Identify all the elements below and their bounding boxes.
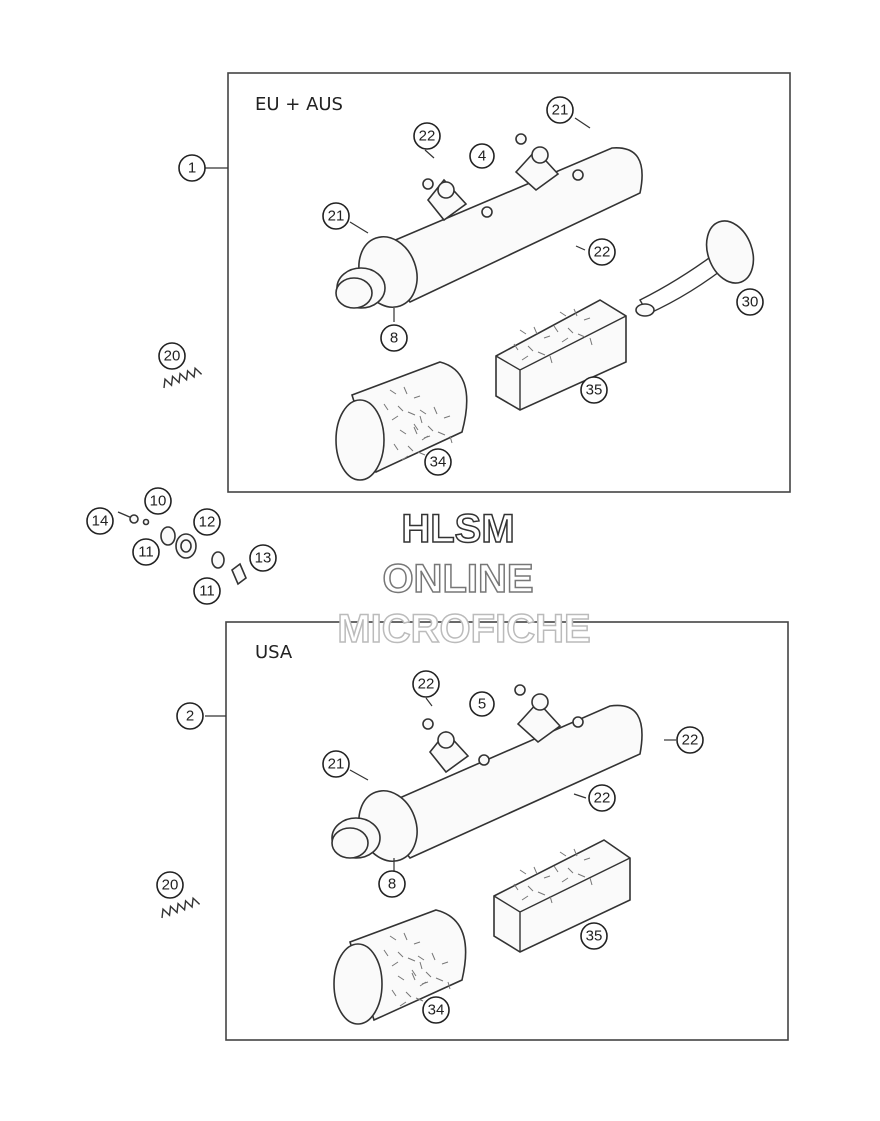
svg-text:22: 22 — [418, 676, 435, 693]
svg-text:34: 34 — [428, 1002, 445, 1019]
grommet-icon — [160, 526, 247, 586]
svg-text:20: 20 — [164, 348, 181, 365]
watermark-line-2: ONLINE — [382, 557, 533, 601]
spring-icon — [160, 366, 203, 389]
callout-4: 4 — [469, 143, 495, 169]
insert-pipe-icon — [635, 220, 755, 317]
svg-text:21: 21 — [328, 756, 345, 773]
callout-22: 22 — [588, 238, 616, 266]
svg-text:35: 35 — [586, 382, 603, 399]
svg-text:2: 2 — [186, 708, 194, 725]
eu-aus-label: EU + AUS — [255, 94, 343, 115]
callout-34: 34 — [424, 448, 452, 476]
callout-11: 11 — [132, 538, 160, 566]
svg-text:8: 8 — [388, 876, 396, 893]
packing-icon — [495, 299, 627, 411]
usa-label: USA — [255, 642, 293, 663]
callout-10: 10 — [144, 487, 172, 515]
callout-8: 8 — [380, 324, 408, 352]
svg-text:30: 30 — [742, 294, 759, 311]
spring-icon — [158, 896, 201, 919]
packing-icon — [333, 909, 467, 1025]
callout-12: 12 — [193, 508, 221, 536]
callout-11: 11 — [193, 577, 221, 605]
callout-34: 34 — [422, 996, 450, 1024]
callout-8: 8 — [378, 870, 406, 898]
svg-text:22: 22 — [594, 790, 611, 807]
svg-text:11: 11 — [199, 583, 215, 600]
svg-text:13: 13 — [255, 550, 272, 567]
eu-aus-frame — [227, 72, 791, 493]
callout-22: 22 — [412, 670, 440, 698]
svg-text:21: 21 — [552, 102, 569, 119]
svg-text:22: 22 — [594, 244, 611, 261]
svg-text:21: 21 — [328, 208, 345, 225]
callout-21: 21 — [546, 96, 574, 124]
muffler-icon — [331, 684, 643, 862]
svg-text:14: 14 — [92, 513, 109, 530]
callout-2: 2 — [176, 702, 204, 730]
callout-20: 20 — [156, 871, 184, 899]
callout-35: 35 — [580, 376, 608, 404]
svg-text:8: 8 — [390, 330, 398, 347]
watermark-line-3: MICROFICHE — [337, 607, 590, 651]
usa-frame — [225, 621, 789, 1041]
callout-13: 13 — [249, 544, 277, 572]
watermark-line-1: HLSM — [401, 507, 514, 551]
svg-text:22: 22 — [682, 732, 699, 749]
packing-icon — [493, 839, 631, 953]
callout-5: 5 — [469, 691, 495, 717]
svg-text:12: 12 — [199, 514, 216, 531]
svg-text:20: 20 — [162, 877, 179, 894]
callout-22: 22 — [676, 726, 704, 754]
svg-text:5: 5 — [478, 696, 486, 713]
muffler-icon — [335, 133, 643, 309]
svg-text:34: 34 — [430, 454, 447, 471]
callout-14: 14 — [86, 507, 114, 535]
callout-1: 1 — [178, 154, 206, 182]
callout-20: 20 — [158, 342, 186, 370]
svg-text:11: 11 — [138, 544, 154, 561]
svg-text:4: 4 — [478, 148, 486, 165]
svg-text:22: 22 — [419, 128, 436, 145]
packing-icon — [335, 361, 468, 481]
svg-text:35: 35 — [586, 928, 603, 945]
svg-text:1: 1 — [188, 160, 196, 177]
callout-21: 21 — [322, 202, 350, 230]
callout-22: 22 — [588, 784, 616, 812]
svg-text:10: 10 — [150, 493, 167, 510]
callout-30: 30 — [736, 288, 764, 316]
callout-35: 35 — [580, 922, 608, 950]
callout-21: 21 — [322, 750, 350, 778]
bolt-icon — [117, 511, 150, 526]
callout-22: 22 — [413, 122, 441, 150]
